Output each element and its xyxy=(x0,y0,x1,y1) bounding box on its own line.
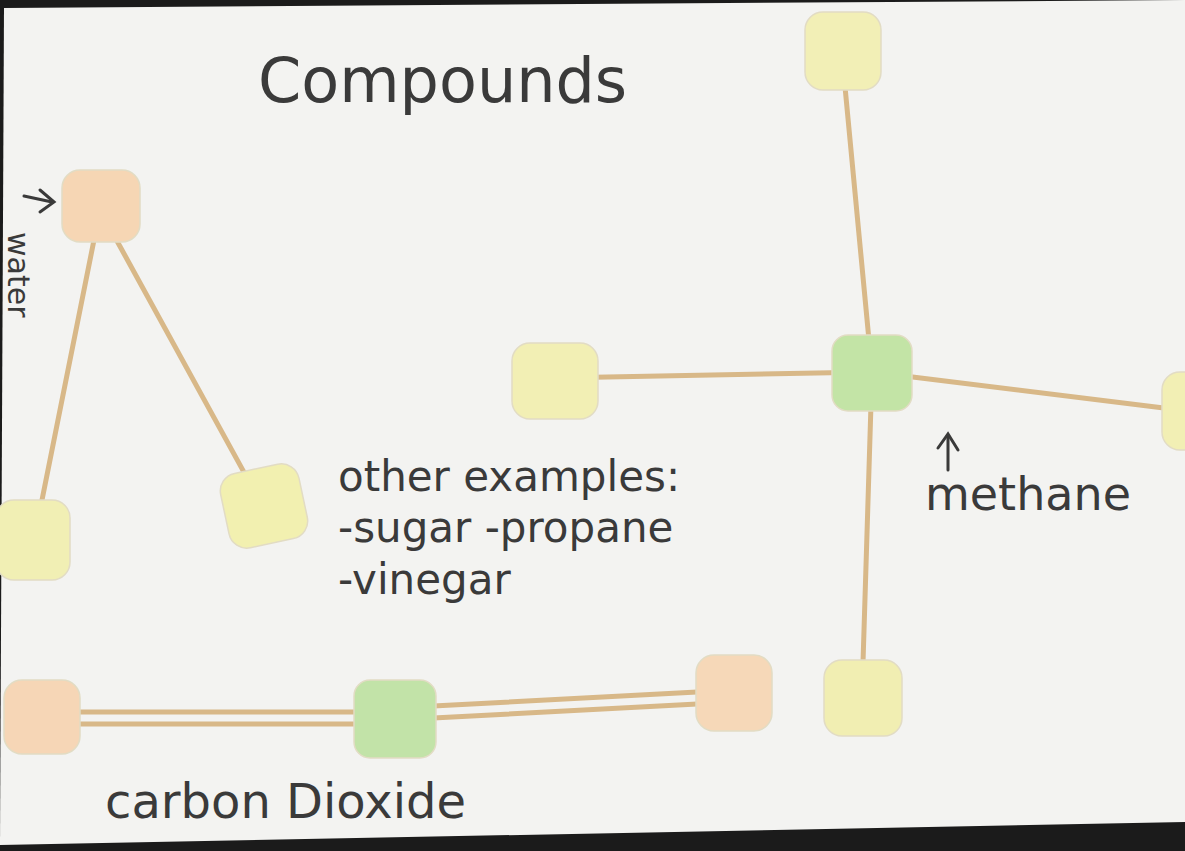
note-text: -vinegar xyxy=(338,558,511,602)
molecule-name: water xyxy=(2,232,34,317)
note-text: -sugar -propane xyxy=(338,506,673,550)
page-title: Compounds xyxy=(258,48,627,113)
molecule-name: methane xyxy=(925,470,1131,518)
marshmallows xyxy=(0,12,1185,758)
pointer-arrows xyxy=(24,190,958,470)
toothpick-sticks xyxy=(35,55,1180,724)
note-text: other examples: xyxy=(338,455,680,499)
molecule-name: carbon Dioxide xyxy=(105,776,466,826)
